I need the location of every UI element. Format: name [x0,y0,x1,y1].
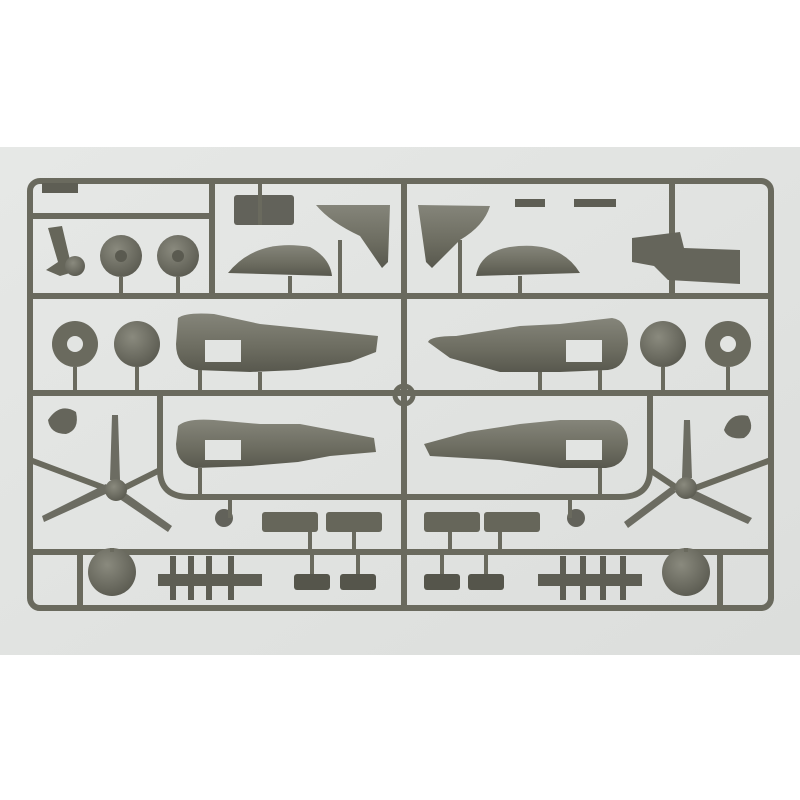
gear-leg-part [46,226,85,276]
fuselage-window [566,440,602,460]
ring-hole [67,336,83,352]
small-part [574,199,616,207]
bracket-part [632,232,740,284]
sprue-frame [27,178,774,611]
flap-part [484,512,540,532]
small-parts-bar-right [538,556,642,600]
canopy-half [228,245,332,276]
frame-tab [42,183,78,193]
flap-part [262,512,318,532]
propeller-right [624,420,752,528]
fin-part [316,205,390,268]
dome-part [724,415,752,439]
small-part [515,199,545,207]
wheel-part [88,548,136,596]
fuselage-window [205,340,241,362]
disc-part [114,321,160,367]
canopy-half [476,245,580,276]
flap-part [424,512,480,532]
flap-part [326,512,382,532]
small-parts-bar-left [158,556,262,600]
block-parts [294,574,504,590]
fin-part [418,205,490,268]
panel-part [234,195,294,225]
propeller-left [42,415,172,532]
wheel-hub [115,250,127,262]
dome-part [48,408,77,434]
disc-part [640,321,686,367]
fuselage-window [566,340,602,362]
sprue-hub [392,383,416,407]
wheel-hub [172,250,184,262]
wheel-part [662,548,710,596]
sprue-gates [73,181,730,574]
fuselage-window [205,440,241,460]
ring-hole [720,336,736,352]
